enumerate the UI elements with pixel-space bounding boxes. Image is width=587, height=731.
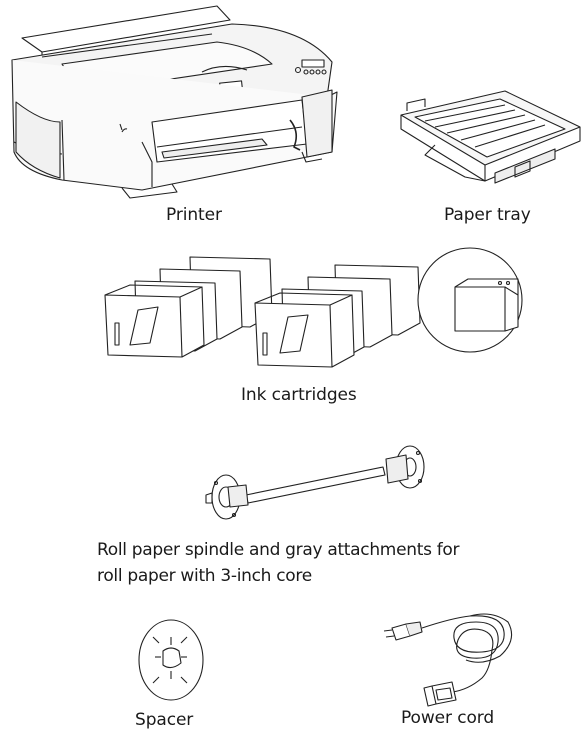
spindle-caption-line1: Roll paper spindle and gray attachments … (97, 540, 460, 560)
power-cord-illustration (372, 600, 522, 710)
spindle-caption-line2: roll paper with 3-inch core (97, 566, 312, 586)
spindle-icon (205, 445, 425, 520)
power-cord-icon (383, 613, 513, 707)
printer-icon (11, 5, 338, 199)
ink-cartridges-illustration (100, 245, 530, 370)
power-cord-caption: Power cord (401, 708, 495, 728)
spacer-illustration (135, 615, 207, 705)
printer-illustration (2, 2, 347, 202)
spacer-caption: Spacer (135, 710, 194, 730)
paper-tray-illustration (395, 85, 585, 200)
printer-caption: Printer (166, 205, 222, 225)
paper-tray-icon (400, 90, 581, 184)
ink-cartridge-icon (104, 247, 523, 368)
spacer-icon (138, 619, 204, 701)
paper-tray-caption: Paper tray (444, 205, 531, 225)
spindle-illustration (198, 445, 443, 525)
ink-cartridges-caption: Ink cartridges (241, 385, 357, 405)
spindle-caption: Roll paper spindle and gray attachments … (97, 537, 460, 589)
